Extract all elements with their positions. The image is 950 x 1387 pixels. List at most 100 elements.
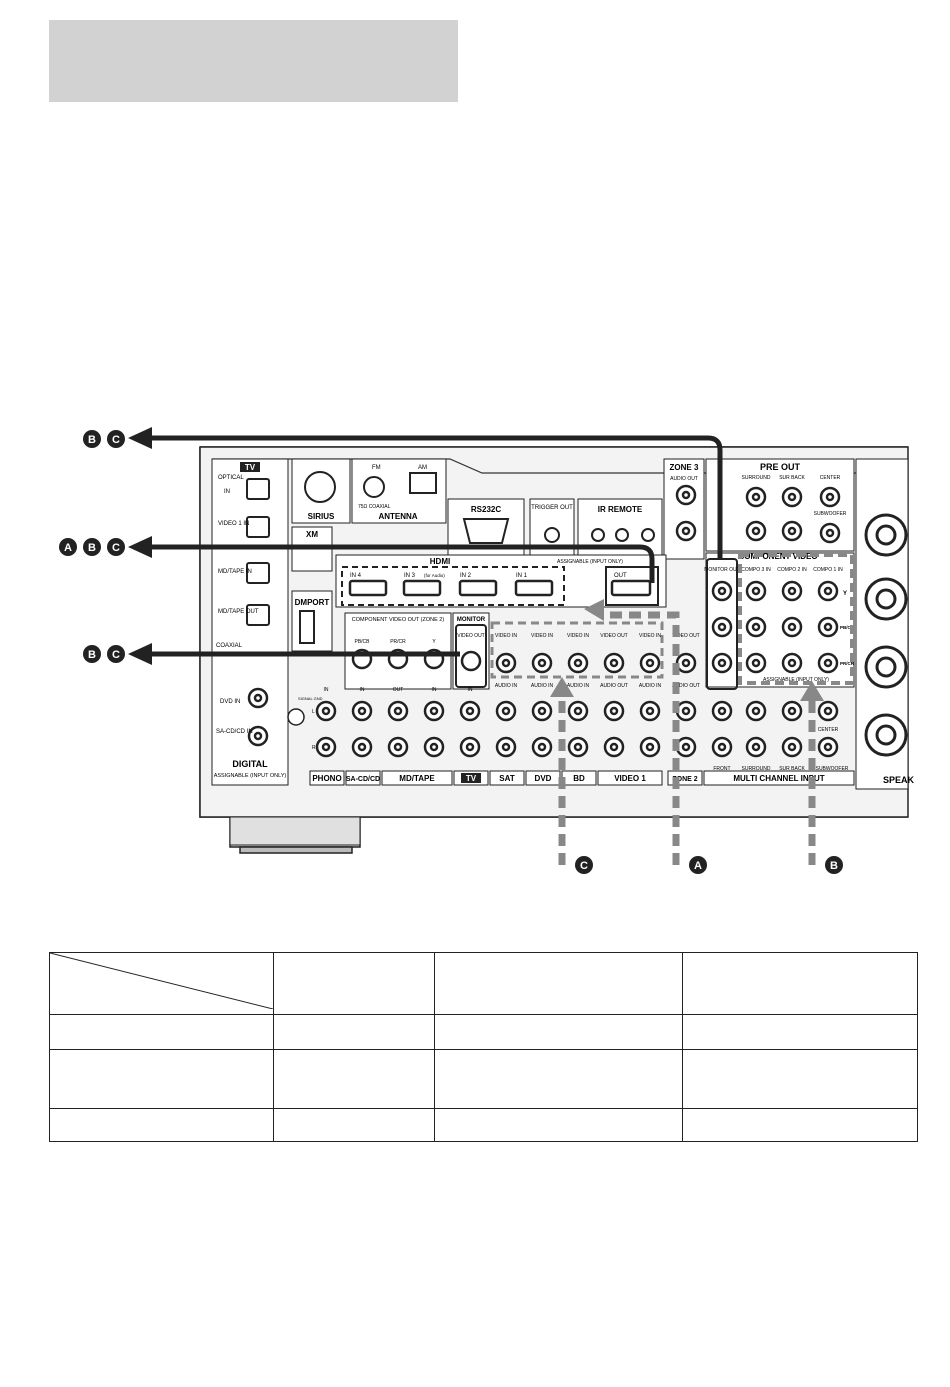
- callout-a-bottom: A: [694, 860, 702, 872]
- table-cell: [49, 1108, 274, 1142]
- zone2-label: ZONE 2: [672, 776, 697, 783]
- comp-out-pb-label: PB/CB: [354, 639, 370, 645]
- am-terminal: [409, 472, 437, 494]
- rs232c-connector: [462, 518, 510, 544]
- sat-label: SAT: [499, 774, 515, 783]
- rs232c-label: RS232C: [471, 505, 501, 514]
- dmport-label: DMPORT: [295, 598, 330, 607]
- table-cell: [433, 1108, 683, 1142]
- arrow-heads: [128, 427, 152, 665]
- am-label: AM: [418, 465, 427, 471]
- dvd-label: DVD: [535, 774, 552, 783]
- pre-out-surround: SURROUND: [742, 475, 771, 481]
- hdmi-in3-note: (for Audio): [424, 573, 445, 578]
- comp-out-pr-label: PR/CR: [390, 639, 406, 645]
- hdmi-ports: [348, 579, 652, 597]
- ir-remote-label: IR REMOTE: [598, 505, 643, 514]
- table-cell: [273, 1014, 435, 1050]
- mdtape-out-audio-label: OUT: [393, 687, 404, 693]
- table-header-row: [49, 952, 919, 1015]
- dmport-connector: [299, 610, 315, 644]
- callout-c-mid: C: [112, 542, 120, 554]
- table-row: [49, 1049, 919, 1109]
- video1-in-label: VIDEO 1 IN: [218, 521, 249, 527]
- callout-b-mid: B: [88, 542, 96, 554]
- compo1-label: COMPO 1 IN: [813, 567, 843, 573]
- pre-out-surback: SUR BACK: [779, 475, 805, 481]
- hdmi-out-box: [605, 566, 659, 606]
- dvd-audio-in-label: AUDIO IN: [531, 683, 554, 689]
- left-channel-label: L: [312, 709, 315, 715]
- comp-assign-label: ASSIGNABLE (INPUT ONLY): [763, 677, 829, 683]
- bd-video-in-label: VIDEO IN: [567, 633, 589, 639]
- zone3-jacks: [675, 484, 697, 542]
- coax-label: 75Ω COAXIAL: [358, 504, 391, 510]
- table-cell: [49, 1014, 274, 1050]
- hdmi-in1-label: IN 1: [516, 573, 528, 579]
- diagonal-divider: [49, 952, 274, 1010]
- tv-bottom-label: TV: [466, 774, 477, 783]
- bd-label: BD: [573, 774, 585, 783]
- trigger-label: TRIGGER OUT: [531, 505, 573, 511]
- phono-in-label: IN: [324, 687, 329, 693]
- multi-channel-label: MULTI CHANNEL INPUT: [733, 774, 824, 783]
- audio-jacks: [315, 700, 839, 758]
- mdtape-in-label: MD/TAPE IN: [218, 569, 252, 575]
- mdtape-out-label: MD/TAPE OUT: [218, 609, 259, 615]
- sirius-jack: [304, 471, 336, 503]
- monitor-video-out-label: VIDEO OUT: [457, 633, 485, 639]
- pre-out-center: CENTER: [820, 475, 841, 481]
- bottom-label-boxes: [309, 770, 855, 786]
- comp-pr-label: PR/CR: [840, 661, 855, 666]
- callout-arrows: [150, 435, 723, 657]
- hdmi-in4-label: IN 4: [350, 573, 362, 579]
- video-in-jacks: [495, 652, 697, 674]
- right-channel-label: R: [312, 745, 316, 751]
- sat-audio-in-label: AUDIO IN: [495, 683, 518, 689]
- multi-front-label: FRONT: [713, 766, 730, 772]
- compo3-label: COMPO 3 IN: [741, 567, 771, 573]
- video1-label: VIDEO 1: [614, 774, 646, 783]
- zone3-section: [663, 458, 705, 560]
- table-header-cell: [681, 952, 919, 1015]
- video1-video-in-label: VIDEO IN: [639, 633, 661, 639]
- multi-surround-label: SURROUND: [742, 766, 771, 772]
- callout-b-bottom: B: [830, 860, 838, 872]
- dashed-signal-paths: [558, 611, 816, 865]
- section-header-box: [49, 20, 458, 102]
- hdmi-in3-label: IN 3: [404, 573, 416, 579]
- signal-gnd-label: SIGNAL GND: [298, 696, 323, 701]
- video1-audio-out-label: AUDIO OUT: [600, 683, 628, 689]
- zone3-audio-out: AUDIO OUT: [670, 476, 698, 482]
- tv-in-audio-label: IN: [468, 687, 473, 693]
- table-cell: [681, 1108, 919, 1142]
- compo2-label: COMPO 2 IN: [777, 567, 807, 573]
- hdmi-section: [335, 554, 667, 608]
- xm-label: XM: [306, 530, 318, 539]
- callout-c-bottom: C: [580, 860, 588, 872]
- phono-label: PHONO: [312, 774, 341, 783]
- comp-out-y-label: Y: [432, 639, 436, 645]
- speaker-terminals: [864, 513, 908, 757]
- video1-video-out-label: VIDEO OUT: [600, 633, 628, 639]
- table-row: [49, 1014, 919, 1050]
- video1-audio-in-label: AUDIO IN: [639, 683, 662, 689]
- optical-label: OPTICAL: [218, 475, 244, 481]
- antenna-label: ANTENNA: [378, 512, 417, 521]
- table-cell: [433, 1049, 683, 1109]
- multi-center-label: CENTER: [818, 727, 839, 733]
- table-header-cell: [433, 952, 683, 1015]
- callout-a-mid: A: [64, 542, 72, 554]
- hdmi-out-label: OUT: [614, 573, 627, 579]
- hdmi-input-group: [341, 566, 565, 606]
- callout-b-low: B: [88, 649, 96, 661]
- callout-b-top: B: [88, 434, 96, 446]
- sacd-label: SA-CD/CD: [346, 776, 380, 783]
- callout-letters: [59, 430, 843, 874]
- table-row: [49, 1108, 919, 1142]
- optical-jacks: [246, 478, 270, 626]
- component-input-group: [738, 553, 854, 685]
- digital-assign-label: ASSIGNABLE (INPUT ONLY): [214, 773, 287, 779]
- dvd-video-in-label: VIDEO IN: [531, 633, 553, 639]
- bd-audio-in-label: AUDIO IN: [567, 683, 590, 689]
